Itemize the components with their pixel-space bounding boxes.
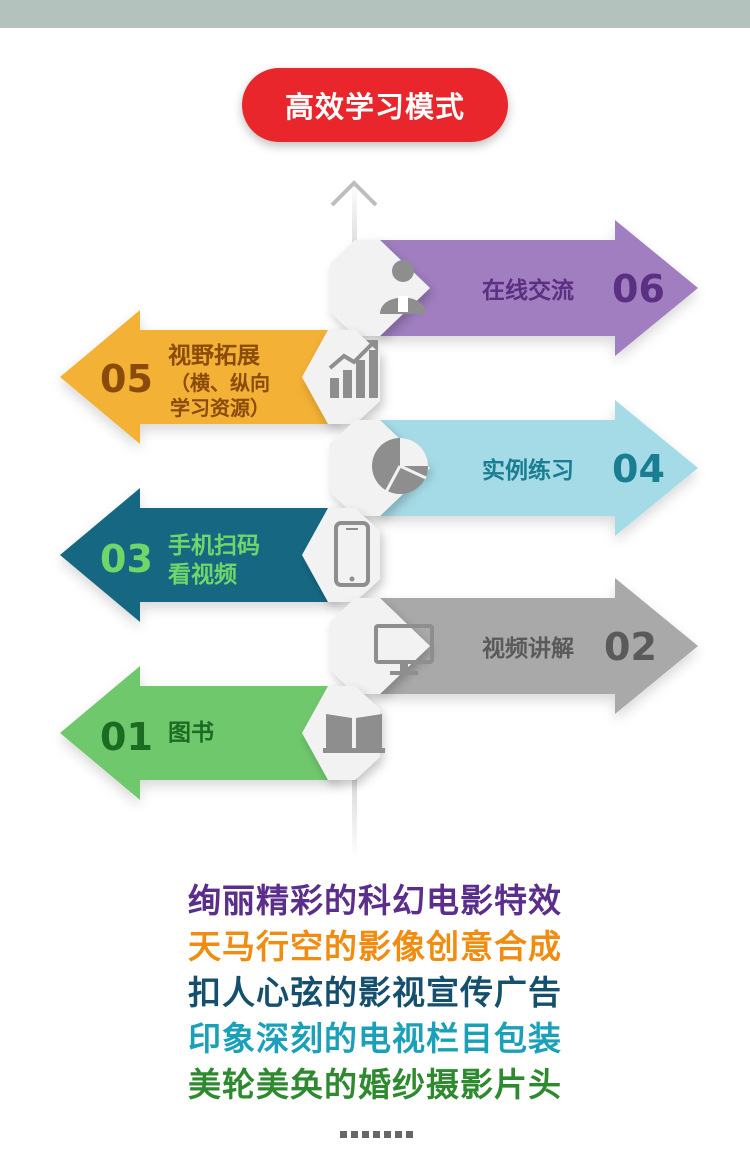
step-05-sublabel-2: 学习资源）: [170, 396, 270, 420]
step-05-number: 05: [100, 357, 153, 401]
step-02-number: 02: [604, 625, 657, 669]
book-icon: [323, 714, 385, 753]
page-title: 高效学习模式: [242, 68, 508, 142]
step-02-label: 视频讲解: [482, 635, 574, 662]
learning-steps-infographic: 在线交流 06 05 视野拓展 （横、纵向 学习资源） 实例练习 04 03 手…: [60, 178, 698, 858]
pie-chart-icon: [372, 438, 428, 494]
tagline-4: 印象深刻的电视栏目包装: [188, 1019, 562, 1058]
dot: [362, 1131, 369, 1138]
step-03-arrow: [60, 488, 340, 622]
dot: [373, 1131, 380, 1138]
dot: [395, 1131, 402, 1138]
dot: [406, 1131, 413, 1138]
tagline-2: 天马行空的影像创意合成: [188, 927, 562, 966]
step-04-arrow: [380, 400, 698, 536]
step-06-number: 06: [612, 267, 665, 311]
person-icon: [380, 260, 426, 314]
step-01-number: 01: [100, 715, 153, 759]
chevron-up-icon: [330, 180, 378, 207]
step-06-arrow: [380, 220, 698, 356]
step-01-label: 图书: [168, 720, 214, 746]
phone-icon: [334, 521, 370, 587]
dot: [340, 1131, 347, 1138]
top-bar: [0, 0, 750, 28]
dot: [351, 1131, 358, 1138]
step-03-sublabel-1: 看视频: [168, 561, 237, 588]
step-05-arrow: [60, 310, 340, 444]
tagline-3: 扣人心弦的影视宣传广告: [188, 973, 562, 1012]
step-05-sublabel-1: （横、纵向: [170, 371, 270, 395]
dots-divider: [340, 1131, 413, 1138]
step-06-label: 在线交流: [482, 277, 574, 304]
step-04-number: 04: [612, 447, 665, 491]
tagline-1: 绚丽精彩的科幻电影特效: [188, 881, 562, 920]
tagline-list: 绚丽精彩的科幻电影特效 天马行空的影像创意合成 扣人心弦的影视宣传广告 印象深刻…: [0, 878, 750, 1108]
step-03-label: 手机扫码: [168, 533, 260, 559]
monitor-icon: [374, 624, 434, 675]
step-04-label: 实例练习: [482, 457, 574, 484]
dot: [384, 1131, 391, 1138]
step-05-label: 视野拓展: [168, 342, 260, 369]
tagline-5: 美轮美奂的婚纱摄影片头: [188, 1065, 562, 1104]
step-03-number: 03: [100, 537, 153, 581]
step-01-arrow: [60, 666, 340, 800]
bar-chart-icon: [328, 340, 378, 398]
step-02-arrow: [380, 578, 698, 714]
